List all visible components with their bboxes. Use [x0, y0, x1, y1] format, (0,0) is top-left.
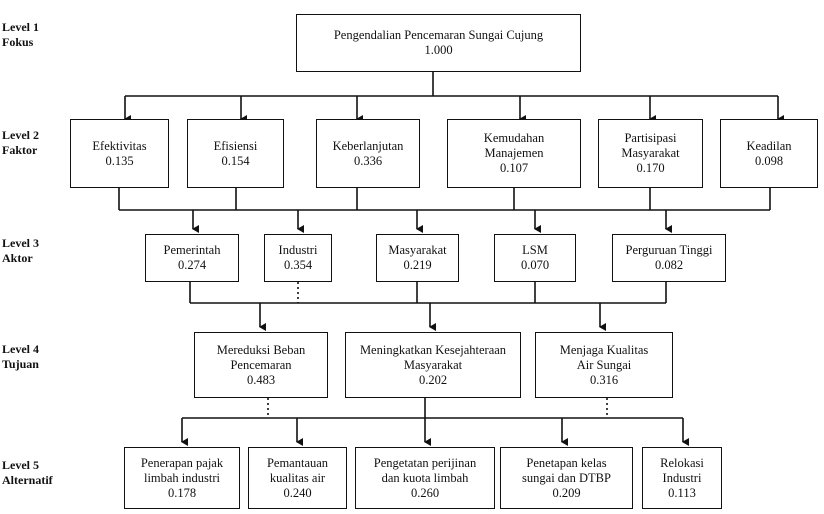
level-label-1: Level 1 Fokus [2, 20, 39, 49]
focus-node: Pengendalian Pencemaran Sungai Cujung 1.… [296, 14, 581, 72]
goal-node-1: Mereduksi Beban Pencemaran 0.483 [194, 332, 328, 398]
level-label-3: Level 3 Aktor [2, 236, 39, 265]
actor-node-4: LSM 0.070 [494, 234, 576, 282]
factor-node-5: Partisipasi Masyarakat 0.170 [598, 119, 703, 188]
factor-node-2: Efisiensi 0.154 [187, 119, 284, 188]
actor-node-5: Perguruan Tinggi 0.082 [612, 234, 726, 282]
factor-node-3: Keberlanjutan 0.336 [316, 119, 420, 188]
alternative-node-2: Pemantauan kualitas air 0.240 [248, 447, 347, 509]
factor-node-1: Efektivitas 0.135 [70, 119, 169, 188]
level-label-4: Level 4 Tujuan [2, 342, 39, 371]
alternative-node-5: Relokasi Industri 0.113 [642, 447, 722, 509]
level-label-2: Level 2 Faktor [2, 128, 39, 157]
goal-node-2: Meningkatkan Kesejahteraan Masyarakat 0.… [345, 332, 521, 398]
goal-node-3: Menjaga Kualitas Air Sungai 0.316 [535, 332, 673, 398]
alternative-node-1: Penerapan pajak limbah industri 0.178 [124, 447, 240, 509]
actor-node-1: Pemerintah 0.274 [145, 234, 239, 282]
actor-node-2: Industri 0.354 [264, 234, 332, 282]
actor-node-3: Masyarakat 0.219 [376, 234, 459, 282]
alternative-node-4: Penetapan kelas sungai dan DTBP 0.209 [500, 447, 633, 509]
alternative-node-3: Pengetatan perijinan dan kuota limbah 0.… [355, 447, 495, 509]
factor-node-6: Keadilan 0.098 [720, 119, 818, 188]
level-label-5: Level 5 Alternatif [2, 458, 53, 487]
factor-node-4: Kemudahan Manajemen 0.107 [447, 119, 581, 188]
